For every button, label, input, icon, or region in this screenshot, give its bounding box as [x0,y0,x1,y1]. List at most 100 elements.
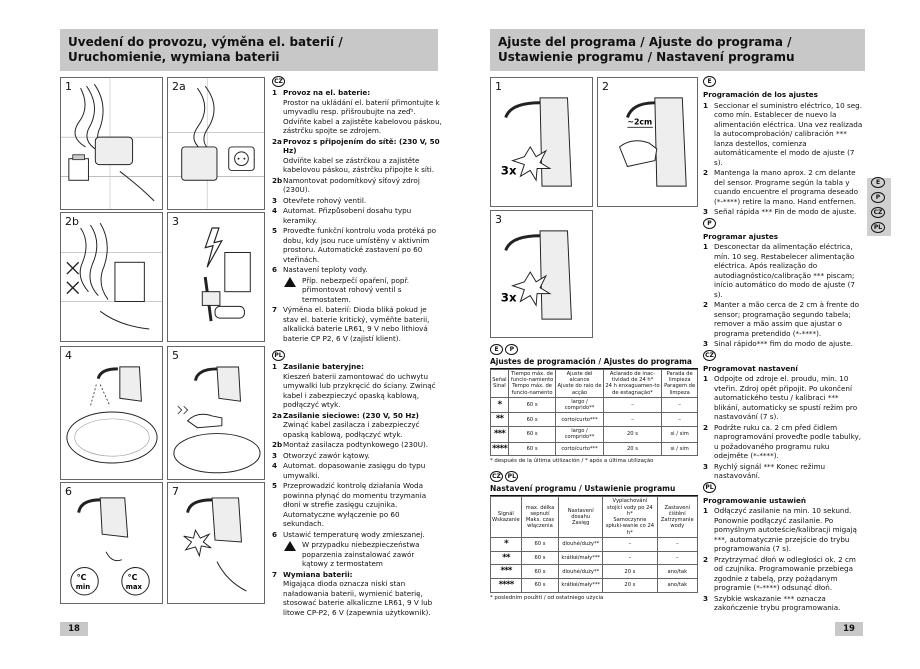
battery-replacement-illustration [183,497,247,592]
figure-number: 3 [495,213,502,226]
warning-icon [284,541,296,551]
table-header: Parada de limpieza Paragem de limpeza [661,368,698,398]
step-title: Wymiana baterii: [283,569,353,579]
step-text: Przytrzymać dłoń w odległości ok. 2 cm o… [714,554,856,593]
page-number-left: 18 [60,622,88,636]
step-text: Odvíňte kabel se zástrčkou a zajistěte k… [283,155,435,175]
figure-number: 1 [495,80,502,93]
figure-6: 6 °C min °C max [60,482,163,604]
figure-number: 2a [172,80,186,93]
figure-number: 3 [172,215,179,228]
figure-number: 2 [602,80,609,93]
table-header: max. délka sepnutí Maks. czas włączenia [520,496,560,538]
table-header: Señal Sinal [490,368,509,398]
language-flag-e: E [490,344,503,355]
step-number: 3 [272,450,278,460]
table-header: Nastavení dosahu Zasięg [558,496,604,538]
temperature-setting-illustration: °C min °C max [70,497,150,596]
table-header: Zastavení čištění Zatrzymanie wody [656,496,699,538]
table-header: Ajuste del alcance Ajuste do raio de acç… [555,368,604,398]
step-number: 2b [272,440,283,449]
step-number: 1 [272,362,278,371]
degree-label-min: °C [77,573,87,582]
step-text: Montaż zasilacza podtynkowego (230U). [283,440,429,449]
figure-number: 7 [172,485,179,498]
step-text: Výměna el. baterií: Dioda bliká pokud je… [283,305,430,343]
step-text: Otworzyć zawór kątowy. [283,450,370,460]
step-text: Mantenga la mano aprox. 2 cm delante del… [714,168,859,206]
language-flag-p: P [703,217,716,229]
right-header-line1: Ajuste del programa / Ajuste do programa… [498,35,792,49]
step-text: Otevřete rohový ventil. [283,195,367,205]
right-header-line2: Ustawienie programu / Nastavení programu [498,50,795,64]
warning-note: Příp. nebezpečí opaření, popř. přimontov… [272,276,442,305]
step-text: Ustawić temperaturę wody zmieszanej. [283,529,425,539]
basin-detection-illustration [66,366,158,464]
step-number: 6 [272,529,278,539]
step-number: 6 [272,265,278,274]
step-text: Rychlý signál *** Konec režimu nastavová… [714,461,826,481]
figure-number: 1 [65,80,72,93]
step-text: Desconectar da alimentação eléctrica, mí… [714,242,855,299]
table-header: Tiempo máx. de funcio-namiento Tempo máx… [507,368,557,398]
distance-2cm-label: ~2cm [627,117,652,126]
pl-table-footnote: * posledním použití / od ostatniego użyc… [490,594,604,601]
flush-mount-power-supply-illustration [61,222,162,330]
step-number: 4 [272,206,278,215]
language-flag-e: E [703,76,716,87]
max-label: max [126,583,143,591]
right-figure-3: 3 3x [490,210,593,338]
figure-number: 6 [65,485,72,498]
language-tab-e: E [871,177,885,188]
step-text: Nastavení teploty vody. [283,265,368,274]
step-title: Zasilanie bateryjne: [283,362,364,371]
language-tab-p: P [871,192,885,203]
language-tab-pl: PL [871,222,885,233]
language-flag-cz: CZ [490,471,503,483]
es-table-footnote: * después de la última utilización / * a… [490,458,654,465]
language-flag-p: P [505,344,519,355]
step-number: 2b [272,175,283,185]
function-test-illustration [173,366,261,474]
table-header: Aclarado de inac-tividad de 24 h* 24 h e… [602,368,663,398]
figure-number: 2b [65,215,79,228]
section-title: Programación de los ajustes [703,90,818,99]
min-label: min [76,583,90,591]
step-text: Odłączyć zasilanie na min. 10 sekund. Po… [714,506,857,553]
step-text: Automat. dopasowanie zasięgu do typu umy… [283,461,426,480]
warning-text: W przypadku niebezpieczeństwa poparzenia… [302,540,420,568]
end-signal-illustration: 3x [501,230,572,320]
language-flag-pl: PL [505,471,519,483]
hand-distance-illustration: ~2cm [618,97,687,187]
table-header: Signál Wskazanie [490,496,522,538]
step-text: Podržte ruku ca. 2 cm před čidlem naprog… [714,422,862,461]
section-title: Programovat nastavení [703,363,798,373]
language-flag-pl: PL [703,481,716,493]
warning-icon [284,276,296,287]
step-number: 4 [272,461,278,470]
section-title: Programowanie ustawień [703,495,806,505]
step-text: Kieszeń baterii zamontować do uchwytu um… [283,371,436,410]
step-text: Sinal rápido*** fim do modo de ajuste. [714,339,853,348]
step-text: Proveďte funkční kontrolu voda protéká p… [283,226,437,264]
right-figure-1: 1 3x [490,77,593,207]
right-page-header: Ajuste del programa / Ajuste do programa… [490,29,865,71]
step-text: Migająca dioda oznacza niski stan nałado… [283,579,433,617]
step-text: Zwinąć kabel zasilacza i zabezpieczyć op… [283,420,420,439]
step-text: Seccionar el suministro eléctrico, 10 se… [714,100,863,167]
step-text: Automat. Přizpůsobení dosahu typu kerami… [283,206,412,225]
step-text: Szybkie wskazanie *** oznacza zakończeni… [714,593,841,613]
step-text: Odpojte od zdroje el. proudu, min. 10 vt… [714,374,858,421]
table-header: Vyplachování stojící vody po 24 h* Samoc… [602,496,658,538]
figure-3: 3 [167,212,265,342]
battery-box-illustration [61,78,162,209]
step-number: 3 [272,195,278,205]
